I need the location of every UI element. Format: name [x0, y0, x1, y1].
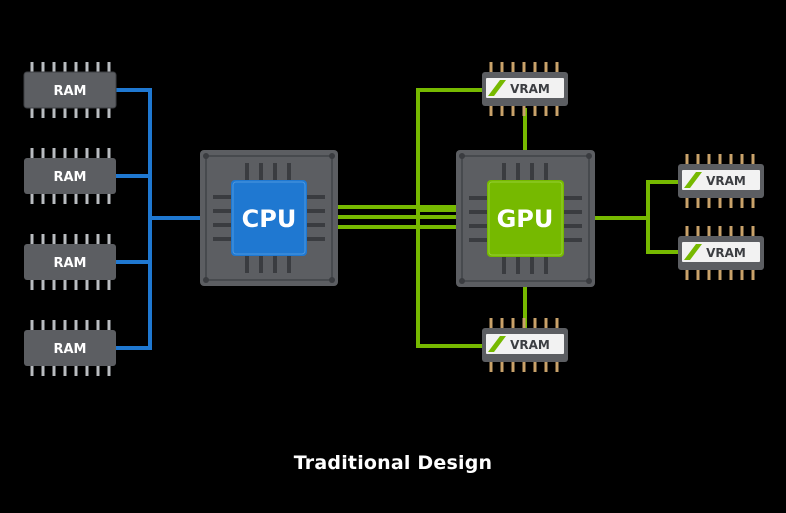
- cpu-chip: CPU: [200, 150, 338, 286]
- vram-label: VRAM: [510, 338, 550, 352]
- gpu-label: GPU: [497, 205, 554, 233]
- ram-label: RAM: [53, 170, 86, 185]
- ram-module: RAM: [23, 62, 117, 118]
- cpu-gpu-link: [338, 205, 456, 229]
- ram-module: RAM: [24, 320, 116, 376]
- gpu-chip: GPU: [456, 150, 595, 287]
- ram-label: RAM: [53, 256, 86, 271]
- vram-module: VRAM: [678, 154, 764, 208]
- vram-module: VRAM: [678, 226, 764, 280]
- cpu-label: CPU: [242, 205, 297, 233]
- vram-module: VRAM: [482, 62, 568, 116]
- vram-label: VRAM: [510, 82, 550, 96]
- diagram-caption: Traditional Design: [293, 452, 493, 474]
- cpu-ram-bus: [113, 88, 200, 350]
- ram-module: RAM: [24, 234, 116, 290]
- ram-label: RAM: [53, 342, 86, 357]
- vram-module: VRAM: [482, 318, 568, 372]
- vram-label: VRAM: [706, 246, 746, 260]
- ram-label: RAM: [53, 84, 86, 99]
- vram-label: VRAM: [706, 174, 746, 188]
- ram-module: RAM: [24, 148, 116, 204]
